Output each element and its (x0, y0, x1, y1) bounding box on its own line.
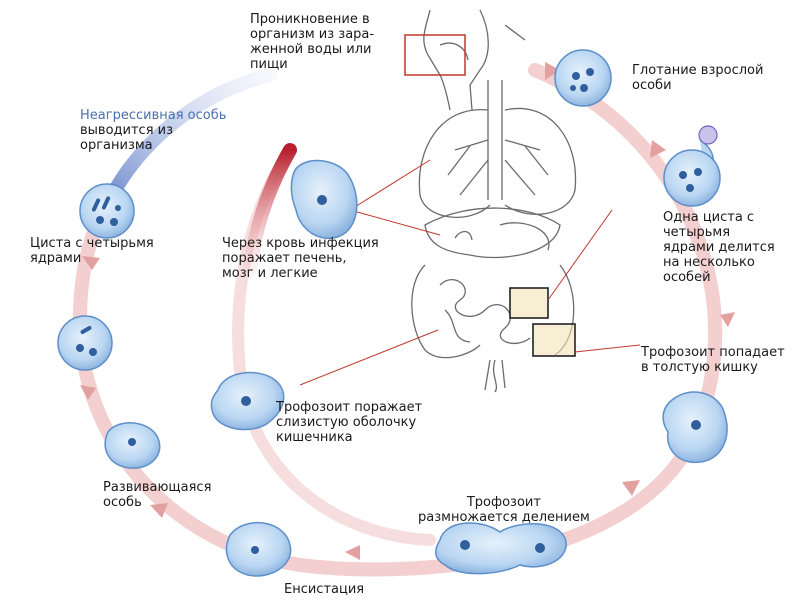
label-cyst-four: Циста с четырьмя ядрами (30, 236, 154, 266)
circular-arrow (82, 256, 100, 270)
label-ingestion: Проникновение в организм из зара- женной… (250, 12, 375, 72)
circular-arrow (622, 480, 640, 496)
circular-arrow (650, 140, 666, 158)
small-intestine-highlight-box (509, 287, 549, 319)
label-blood: Через кровь инфекция поражает печень, мо… (222, 236, 379, 281)
circular-arrow (545, 62, 560, 80)
label-colon: Трофозоит попадает в толстую кишку (641, 345, 785, 375)
label-developing: Развивающаяся особь (103, 480, 212, 510)
connector-lines (299, 55, 641, 386)
cyst-cell-two-nuclei (57, 315, 113, 371)
nonaggressive-arc (108, 68, 277, 197)
amoeba-cell-colon (662, 391, 728, 464)
circular-arrow (80, 385, 96, 400)
cyst-cell-four-nuclei (79, 183, 135, 239)
colon-highlight-box (532, 323, 576, 357)
amoeba-cell-developing (104, 422, 161, 469)
circular-arrow (150, 503, 168, 518)
label-encystation: Енсистация (284, 582, 365, 597)
label-nonaggressive: Неагрессивная особь выводится из организ… (80, 108, 226, 153)
circular-arrow (720, 312, 735, 327)
blood-arc (243, 143, 297, 277)
circular-arrow (345, 545, 360, 560)
label-multiplies: Трофозоит размножается делением (418, 495, 590, 525)
amoeba-cell-encystation (225, 521, 292, 577)
cyst-cell-swallow (554, 49, 612, 107)
label-nonaggressive-rest: выводится из организма (80, 123, 174, 153)
human-organ-outline (411, 9, 577, 393)
amoeba-cell-blood (290, 159, 358, 239)
label-nonaggressive-highlight: Неагрессивная особь (80, 108, 227, 123)
label-mucosa: Трофозоит поражает слизистую оболочку ки… (276, 400, 423, 445)
mouth-highlight-box (404, 34, 466, 76)
label-divides: Одна циста с четырьмя ядрами делится на … (663, 210, 775, 285)
cyst-cell-dividing (663, 125, 721, 207)
label-swallow: Глотание взрослой особи (632, 63, 764, 93)
amoeba-cell-mucosa (210, 371, 285, 431)
amoeba-cell-dividing (435, 522, 567, 575)
